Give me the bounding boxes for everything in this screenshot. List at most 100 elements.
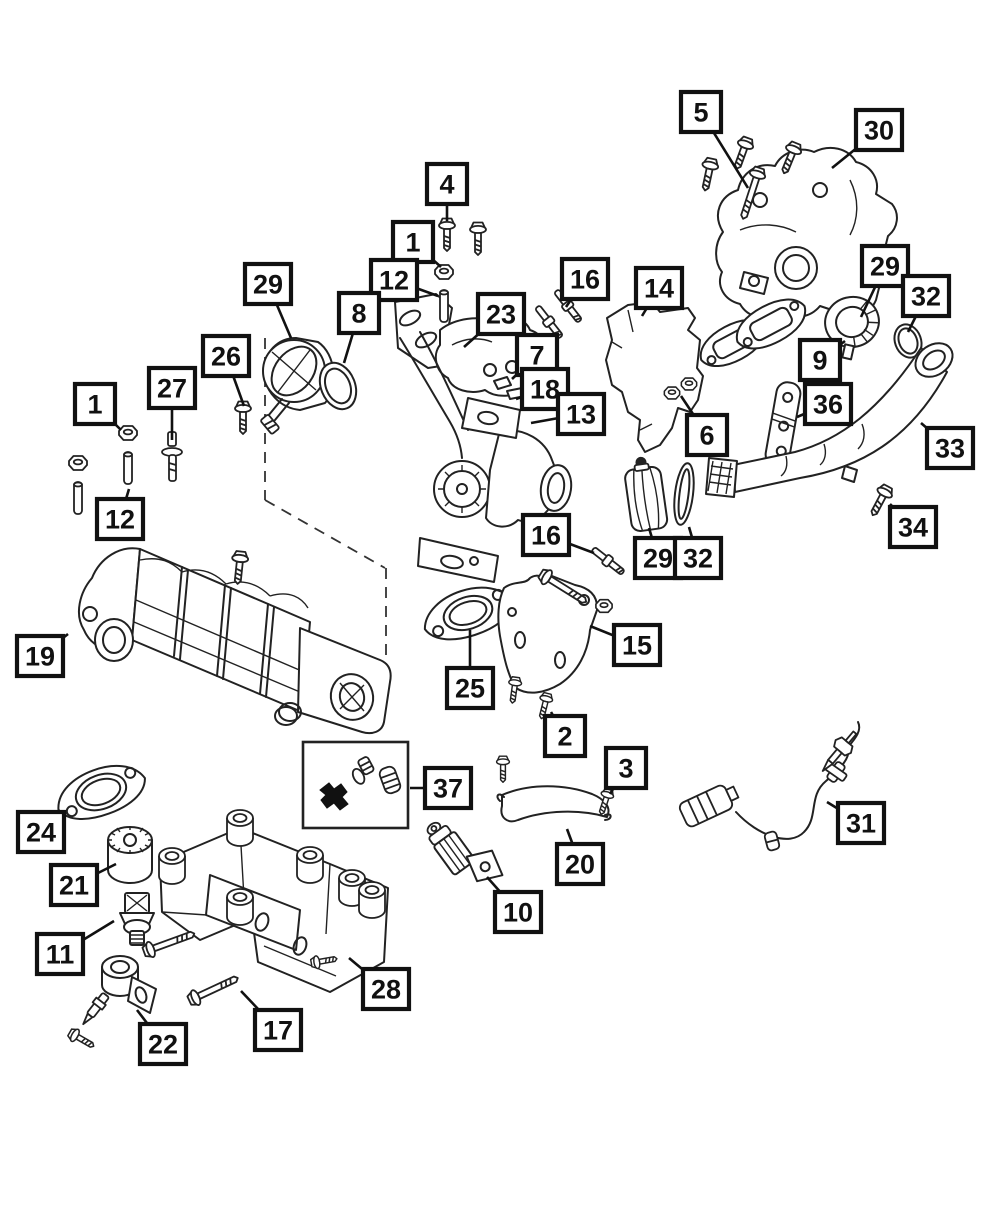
exhaust-gasket	[735, 298, 807, 350]
egr-cooler	[77, 547, 392, 735]
svg-text:6: 6	[699, 421, 714, 451]
svg-text:12: 12	[105, 505, 135, 535]
svg-text:19: 19	[25, 642, 55, 672]
svg-text:20: 20	[565, 850, 595, 880]
temperature-sensor-wire	[678, 721, 861, 852]
callout-2: 2	[542, 713, 588, 759]
svg-text:28: 28	[371, 975, 401, 1005]
svg-text:29: 29	[253, 270, 283, 300]
callout-8: 8	[336, 290, 382, 336]
svg-text:9: 9	[812, 346, 827, 376]
callout-12: 12	[368, 257, 420, 303]
svg-text:10: 10	[503, 898, 533, 928]
svg-text:33: 33	[935, 434, 965, 464]
callout-9: 9	[797, 337, 843, 383]
callout-24: 24	[15, 809, 67, 855]
callout-28: 28	[360, 966, 412, 1012]
svg-text:32: 32	[683, 544, 713, 574]
mounting-adapter-plate	[158, 809, 389, 993]
callout-1: 1	[72, 381, 118, 427]
svg-text:5: 5	[693, 98, 708, 128]
callout-12: 12	[94, 496, 146, 542]
callout-23: 23	[475, 291, 527, 337]
band-clamp	[624, 456, 669, 533]
callout-16: 16	[559, 256, 611, 302]
svg-text:18: 18	[530, 375, 560, 405]
callout-22: 22	[137, 1021, 189, 1067]
svg-text:13: 13	[566, 400, 596, 430]
svg-text:3: 3	[618, 754, 633, 784]
svg-text:26: 26	[211, 342, 241, 372]
callout-11: 11	[34, 931, 86, 977]
svg-text:14: 14	[644, 274, 674, 304]
svg-text:30: 30	[864, 116, 894, 146]
svg-text:29: 29	[870, 252, 900, 282]
svg-text:23: 23	[486, 300, 516, 330]
svg-text:31: 31	[846, 809, 876, 839]
svg-text:4: 4	[439, 170, 454, 200]
callout-5: 5	[678, 89, 724, 135]
svg-text:1: 1	[405, 228, 420, 258]
callout-30: 30	[853, 107, 905, 153]
callout-13: 13	[555, 391, 607, 437]
callout-32: 32	[900, 273, 952, 319]
callout-15: 15	[611, 622, 663, 668]
exhaust-outlet-connector	[715, 146, 898, 319]
exhaust-pipe	[705, 342, 954, 498]
svg-text:8: 8	[351, 299, 366, 329]
svg-text:29: 29	[643, 544, 673, 574]
crossover-gasket	[495, 755, 616, 823]
egr-gasket	[57, 764, 146, 820]
svg-text:1: 1	[87, 390, 102, 420]
svg-text:27: 27	[157, 374, 187, 404]
callout-16: 16	[520, 512, 572, 558]
svg-text:21: 21	[59, 871, 89, 901]
callout-27: 27	[146, 365, 198, 411]
coolant-sensor	[119, 892, 155, 946]
flange-stud	[588, 544, 628, 578]
svg-text:12: 12	[379, 266, 409, 296]
oil-drain-fitting	[82, 955, 157, 1026]
svg-text:25: 25	[455, 674, 485, 704]
svg-text:24: 24	[26, 818, 56, 848]
svg-text:7: 7	[529, 341, 544, 371]
callout-3: 3	[603, 745, 649, 791]
svg-text:17: 17	[263, 1016, 293, 1046]
support-bracket	[497, 565, 613, 721]
callout-14: 14	[633, 265, 685, 311]
svg-text:32: 32	[911, 282, 941, 312]
callout-19: 19	[14, 633, 66, 679]
callout-17: 17	[252, 1007, 304, 1053]
callout-29: 29	[859, 243, 911, 289]
clip-kit-box	[301, 740, 410, 830]
callout-6: 6	[684, 412, 730, 458]
egr-o-ring	[318, 361, 358, 411]
svg-text:22: 22	[148, 1030, 178, 1060]
callout-4: 4	[424, 161, 470, 207]
callout-32: 32	[672, 535, 724, 581]
svg-text:16: 16	[531, 521, 561, 551]
callout-21: 21	[48, 862, 100, 908]
pipe-o-ring	[673, 462, 695, 526]
svg-text:36: 36	[813, 390, 843, 420]
callout-25: 25	[444, 665, 496, 711]
callout-36: 36	[802, 381, 854, 427]
svg-text:34: 34	[898, 513, 928, 543]
callout-26: 26	[200, 333, 252, 379]
callout-10: 10	[492, 889, 544, 935]
filter-element	[107, 826, 153, 884]
svg-text:15: 15	[622, 631, 652, 661]
callout-33: 33	[924, 425, 976, 471]
svg-text:16: 16	[570, 265, 600, 295]
callout-20: 20	[554, 841, 606, 887]
svg-text:2: 2	[557, 722, 572, 752]
callout-1: 1	[390, 219, 436, 265]
callout-31: 31	[835, 800, 887, 846]
pressure-sensor	[426, 821, 504, 883]
svg-text:11: 11	[46, 940, 75, 970]
callout-37: 37	[422, 765, 474, 811]
callout-29: 29	[242, 261, 294, 307]
